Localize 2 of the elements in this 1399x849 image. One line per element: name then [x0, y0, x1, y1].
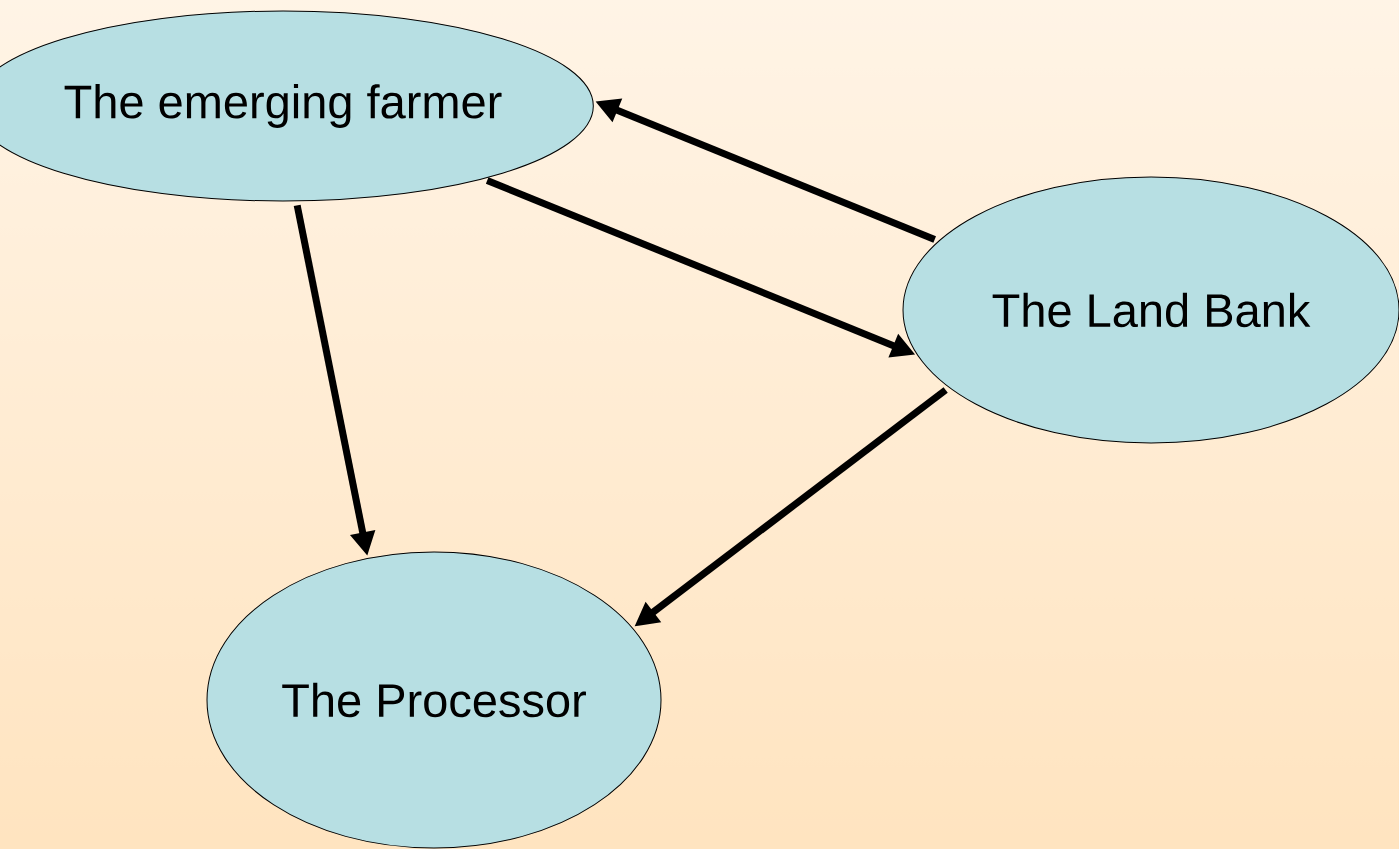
- ellipse-node: The Land Bank: [902, 176, 1399, 444]
- ellipse-node: The Processor: [206, 551, 662, 849]
